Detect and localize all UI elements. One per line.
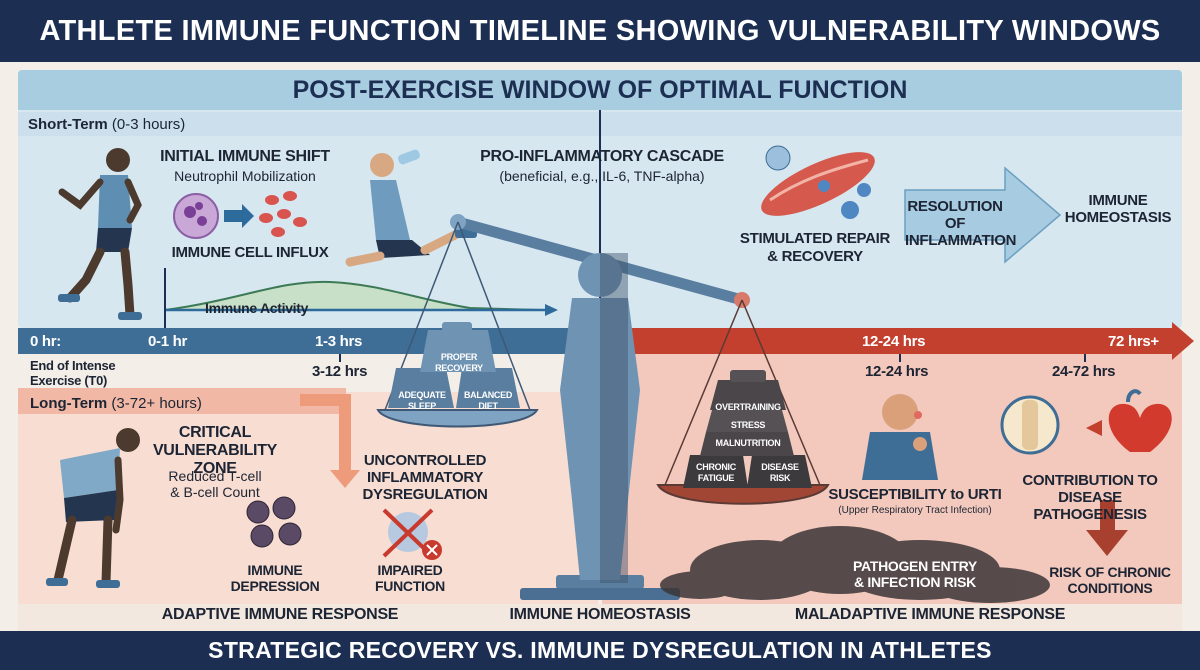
cell-influx-arrow — [224, 204, 254, 228]
pathogen-entry-label: PATHOGEN ENTRY& INFECTION RISK — [853, 558, 977, 590]
below-label-24-72: 24-72 hrs — [1052, 363, 1116, 380]
joint-icon — [1000, 395, 1060, 455]
footer-title: STRATEGIC RECOVERY VS. IMMUNE DYSREGULAT… — [0, 631, 1200, 670]
coughing-person-icon — [862, 394, 938, 480]
timeline-blue-segment — [18, 328, 600, 354]
resting-athlete-drinking-icon — [345, 149, 477, 267]
weight-malnutrition: MALNUTRITION — [715, 438, 781, 448]
weight-stress: STRESS — [730, 420, 766, 430]
right-weights-icon — [683, 370, 812, 488]
below-label-3-12: 3-12 hrs — [312, 363, 368, 380]
timeline-label-0-1hr: 0-1 hr — [148, 333, 188, 350]
adaptive-response-label: ADAPTIVE IMMUNE RESPONSE — [161, 606, 399, 623]
left-weights-icon — [388, 322, 520, 408]
timeline-label-12-24hrs: 12-24 hrs — [862, 333, 926, 350]
timeline-label-1-3hrs: 1-3 hrs — [315, 333, 363, 350]
immune-activity-label: Immune Activity — [205, 300, 309, 316]
fatigued-athlete-icon — [46, 428, 140, 588]
critical-zone-subtitle: Reduced T-cell& B-cell Count — [168, 468, 262, 500]
initial-shift-subtitle: Neutrophil Mobilization — [174, 168, 316, 184]
long-term-arrow — [300, 394, 351, 470]
timeline-red-segment — [600, 328, 1172, 354]
long-term-label: Long-Term (3-72+ hours) — [30, 395, 202, 412]
immune-activity-curve — [164, 280, 541, 311]
window-banner: POST-EXERCISE WINDOW OF OPTIMAL FUNCTION — [18, 70, 1182, 110]
pro-inflammatory-title: PRO-INFLAMMATORY CASCADE — [480, 148, 724, 165]
long-term-arrow-head — [330, 470, 360, 488]
immune-cell-influx-label: IMMUNE CELL INFLUX — [171, 244, 329, 261]
heart-joint-arrow — [1086, 420, 1102, 436]
neutrophil-cell-icon — [173, 193, 219, 239]
pathogen-cloud-icon — [660, 526, 1050, 603]
chronic-arrow — [1086, 500, 1128, 556]
immune-homeostasis-label: IMMUNE HOMEOSTASIS — [509, 606, 691, 623]
heart-icon — [1108, 389, 1172, 452]
page-title: ATHLETE IMMUNE FUNCTION TIMELINE SHOWING… — [0, 0, 1200, 62]
runner-figure-icon — [58, 148, 142, 320]
timeline-label-72hrs: 72 hrs+ — [1108, 333, 1159, 350]
long-term-header-bg — [18, 388, 346, 414]
balance-scale-icon — [376, 214, 830, 600]
muscle-repair-icon — [761, 145, 875, 219]
human-silhouette-icon — [560, 253, 640, 583]
timeline-label-0hr: 0 hr: — [30, 333, 62, 350]
urti-title: SUSCEPTIBILITY to URTI — [828, 486, 1002, 503]
stimulated-repair-label: STIMULATED REPAIR& RECOVERY — [739, 230, 891, 265]
timeline-arrow-head — [1172, 322, 1194, 360]
maladaptive-response-label: MALADAPTIVE IMMUNE RESPONSE — [794, 606, 1066, 623]
pro-inflammatory-subtitle: (beneficial, e.g., IL-6, TNF-alpha) — [499, 168, 705, 184]
bottom-labels-strip — [18, 604, 1182, 631]
short-term-label: Short-Term (0-3 hours) — [28, 116, 186, 133]
urti-subtitle: (Upper Respiratory Tract Infection) — [838, 505, 992, 516]
depressed-cells-icon — [246, 496, 302, 548]
impaired-function-icon — [382, 508, 442, 560]
red-blood-cells-icon — [259, 191, 307, 237]
weight-overtraining: OVERTRAINING — [715, 402, 781, 412]
resolution-arrow — [904, 166, 1062, 264]
below-label-12-24: 12-24 hrs — [865, 363, 929, 380]
activity-arrow-head — [545, 304, 558, 316]
initial-shift-title: INITIAL IMMUNE SHIFT — [160, 148, 330, 165]
